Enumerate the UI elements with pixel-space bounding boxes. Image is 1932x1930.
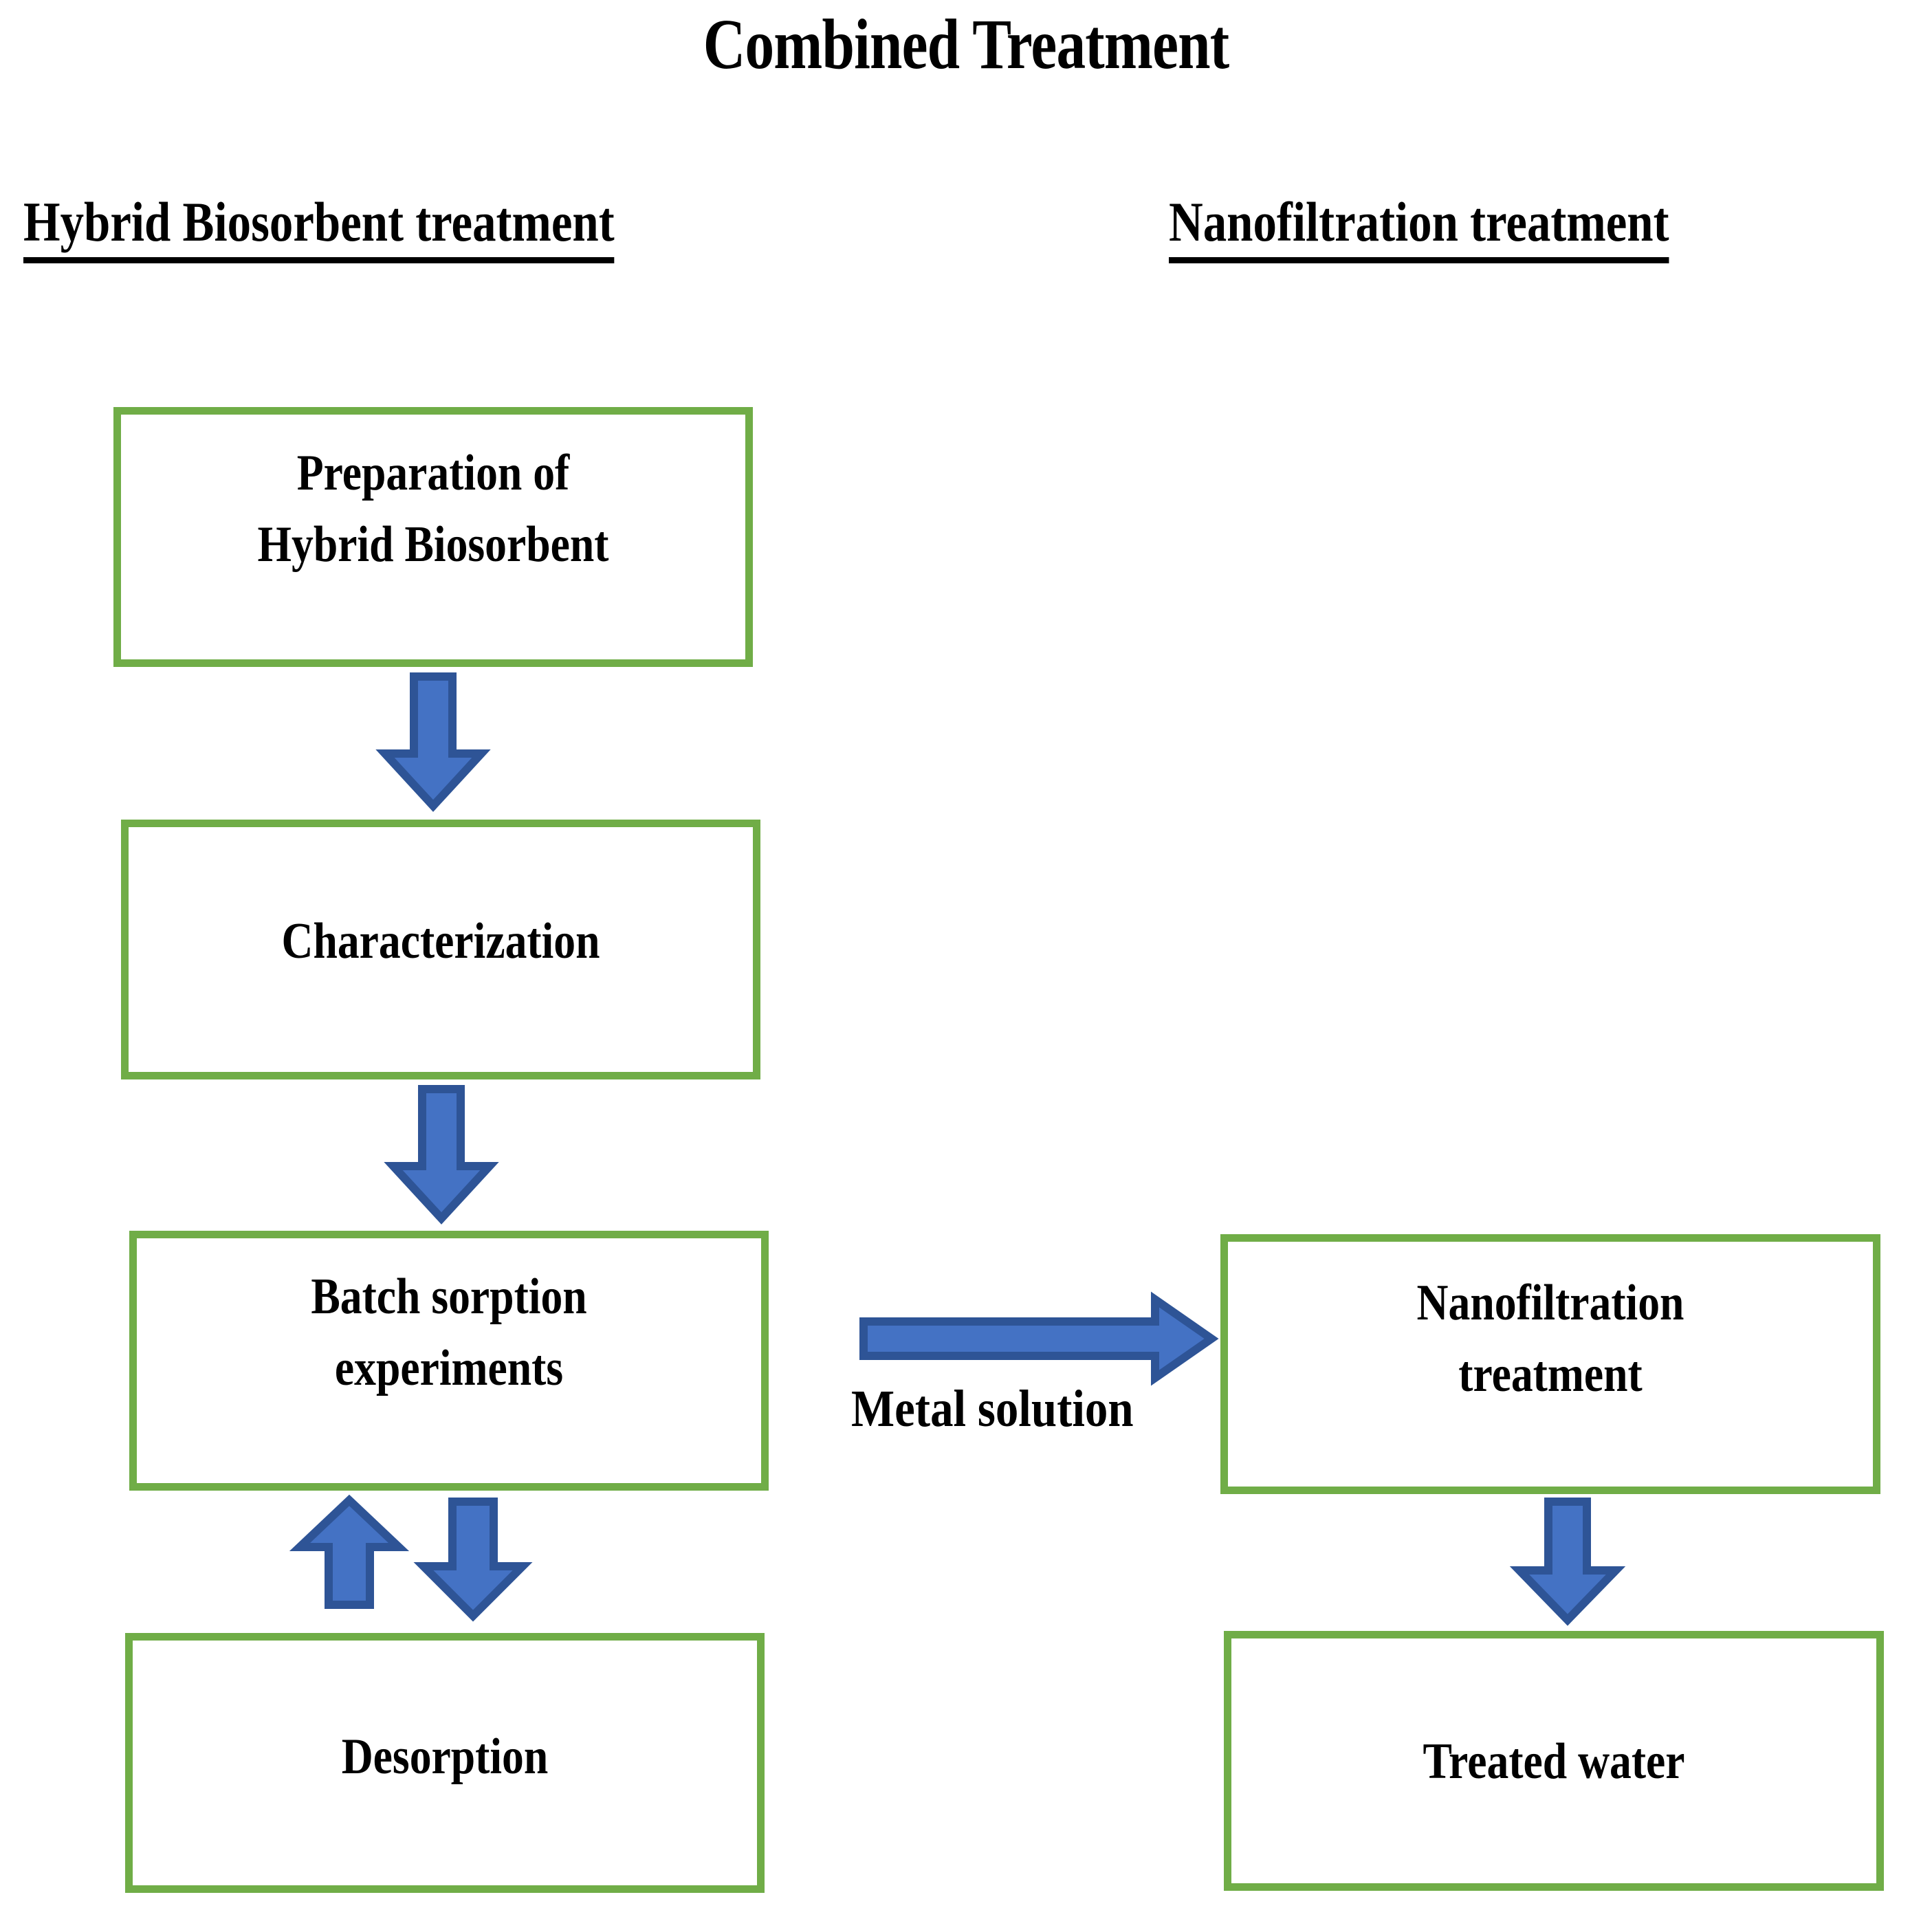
page-title: Combined Treatment: [703, 5, 1229, 84]
section-heading-nanofiltration: Nanofiltration treatment: [1169, 190, 1669, 264]
process-box-characterization-label: Characterization: [281, 913, 600, 969]
section-heading-left-text: Hybrid Biosorbent treatment: [23, 190, 615, 264]
section-heading-right-text: Nanofiltration treatment: [1169, 190, 1669, 264]
section-heading-hybrid-biosorbent: Hybrid Biosorbent treatment: [23, 190, 615, 264]
arrow-down-icon-batch-to-desorption: [413, 1498, 533, 1622]
process-box-desorption-label: Desorption: [341, 1729, 549, 1785]
process-box-treated-water[interactable]: Treated water: [1224, 1631, 1884, 1891]
arrow-right-icon-metal-solution: [859, 1291, 1219, 1386]
process-box-treated-water-label: Treated water: [1423, 1733, 1685, 1790]
process-box-desorption[interactable]: Desorption: [125, 1633, 765, 1893]
arrow-label-metal-solution: Metal solution: [851, 1380, 1134, 1438]
arrow-up-icon-desorption-to-batch: [289, 1494, 410, 1609]
arrow-down-icon-characterization-to-batch: [384, 1085, 499, 1225]
process-box-characterization[interactable]: Characterization: [121, 820, 760, 1079]
arrow-down-icon-preparation-to-characterization: [375, 672, 491, 812]
arrow-down-icon-nanofiltration-to-treated-water: [1509, 1498, 1626, 1626]
